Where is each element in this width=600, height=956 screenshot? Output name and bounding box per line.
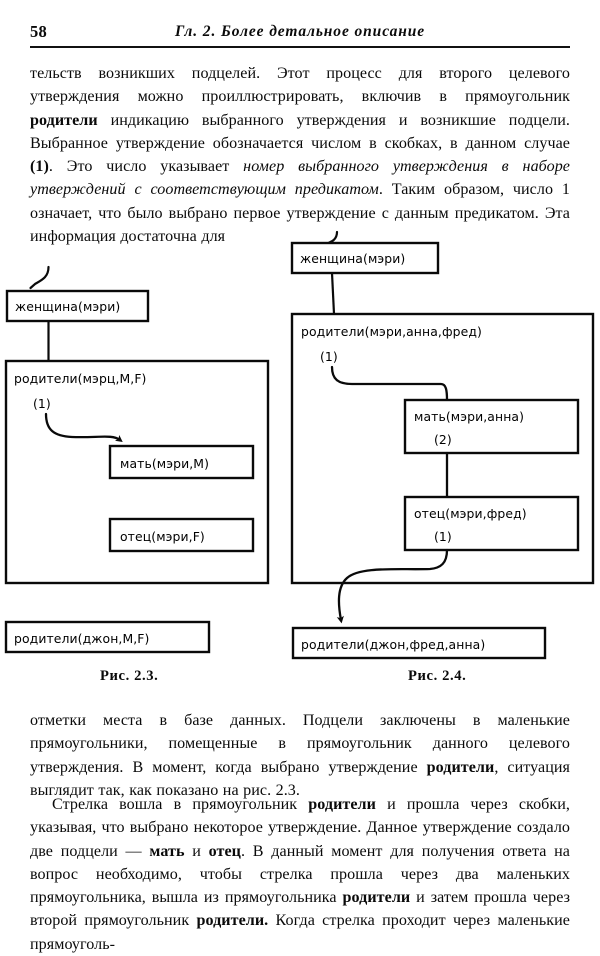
body-text-bottom-2: Стрелка вошла в прямоугольник родители и… bbox=[30, 793, 570, 956]
fig23-box-roditeli-goal bbox=[4, 359, 270, 585]
fig24-box-roditeli-john bbox=[291, 626, 547, 660]
fig24-label-mat: мать(мэри,анна) bbox=[414, 409, 524, 424]
header-rule bbox=[30, 46, 570, 49]
figure-2-3-caption: Рис. 2.3. bbox=[100, 668, 159, 684]
fig23-arrow-to-mat bbox=[44, 412, 123, 443]
fig24-box-mat bbox=[403, 398, 580, 455]
page-number: 58 bbox=[30, 22, 47, 41]
fig23-label-roditeli-goal: родители(мэрц,M,F) bbox=[14, 371, 147, 386]
fig23-label-zhenshchina: женщина(мэри) bbox=[15, 299, 120, 314]
figure-2-4: женщина(мэри) родители(мэри,анна,фред) (… bbox=[290, 230, 595, 660]
fig24-label-otec-index: (1) bbox=[434, 529, 452, 544]
body-text-bottom-1: отметки места в базе данных. Подцели зак… bbox=[30, 709, 570, 802]
fig23-label-roditeli-index: (1) bbox=[33, 396, 51, 411]
paragraph-bottom-2: Стрелка вошла в прямоугольник родители и… bbox=[30, 796, 571, 953]
fig23-box-roditeli-john bbox=[4, 620, 211, 654]
fig23-label-otec: отец(мэри,F) bbox=[120, 529, 205, 544]
figure-2-3: женщина(мэри) родители(мэрц,M,F) (1) мат… bbox=[4, 265, 270, 654]
fig24-connector-vertical bbox=[330, 272, 336, 315]
fig23-label-roditeli-john: родители(джон,M,F) bbox=[14, 631, 149, 646]
fig24-label-otec: отец(мэри,фред) bbox=[414, 506, 527, 521]
fig23-incoming-arrow bbox=[29, 265, 50, 290]
fig24-label-roditeli-index: (1) bbox=[320, 349, 338, 364]
fig24-box-otec bbox=[403, 495, 580, 552]
paragraph-bottom-1: отметки места в базе данных. Подцели зак… bbox=[30, 712, 570, 799]
page-header: 58 Гл. 2. Более детальное описание bbox=[30, 22, 570, 44]
body-text-top: тельств возникших подцелей. Этот процесс… bbox=[30, 62, 570, 248]
fig24-label-mat-index: (2) bbox=[434, 432, 452, 447]
fig23-box-otec bbox=[108, 517, 255, 553]
fig24-label-roditeli-goal: родители(мэри,анна,фред) bbox=[301, 324, 482, 339]
figure-2-4-caption: Рис. 2.4. bbox=[408, 668, 467, 684]
running-head-title: Гл. 2. Более детальное описание bbox=[174, 23, 426, 40]
fig23-box-mat bbox=[108, 444, 255, 480]
fig24-label-zhenshchina: женщина(мэри) bbox=[300, 251, 405, 266]
fig23-box-zhenshchina bbox=[5, 289, 150, 323]
paragraph-top: тельств возникших подцелей. Этот процесс… bbox=[30, 65, 570, 246]
fig24-box-roditeli-goal bbox=[290, 312, 595, 585]
fig24-label-roditeli-john: родители(джон,фред,анна) bbox=[301, 637, 485, 652]
fig23-label-mat: мать(мэри,M) bbox=[120, 456, 209, 471]
fig24-arrow-exit-to-roditeli-john bbox=[336, 548, 449, 624]
fig24-arrow-to-mat bbox=[330, 365, 449, 402]
